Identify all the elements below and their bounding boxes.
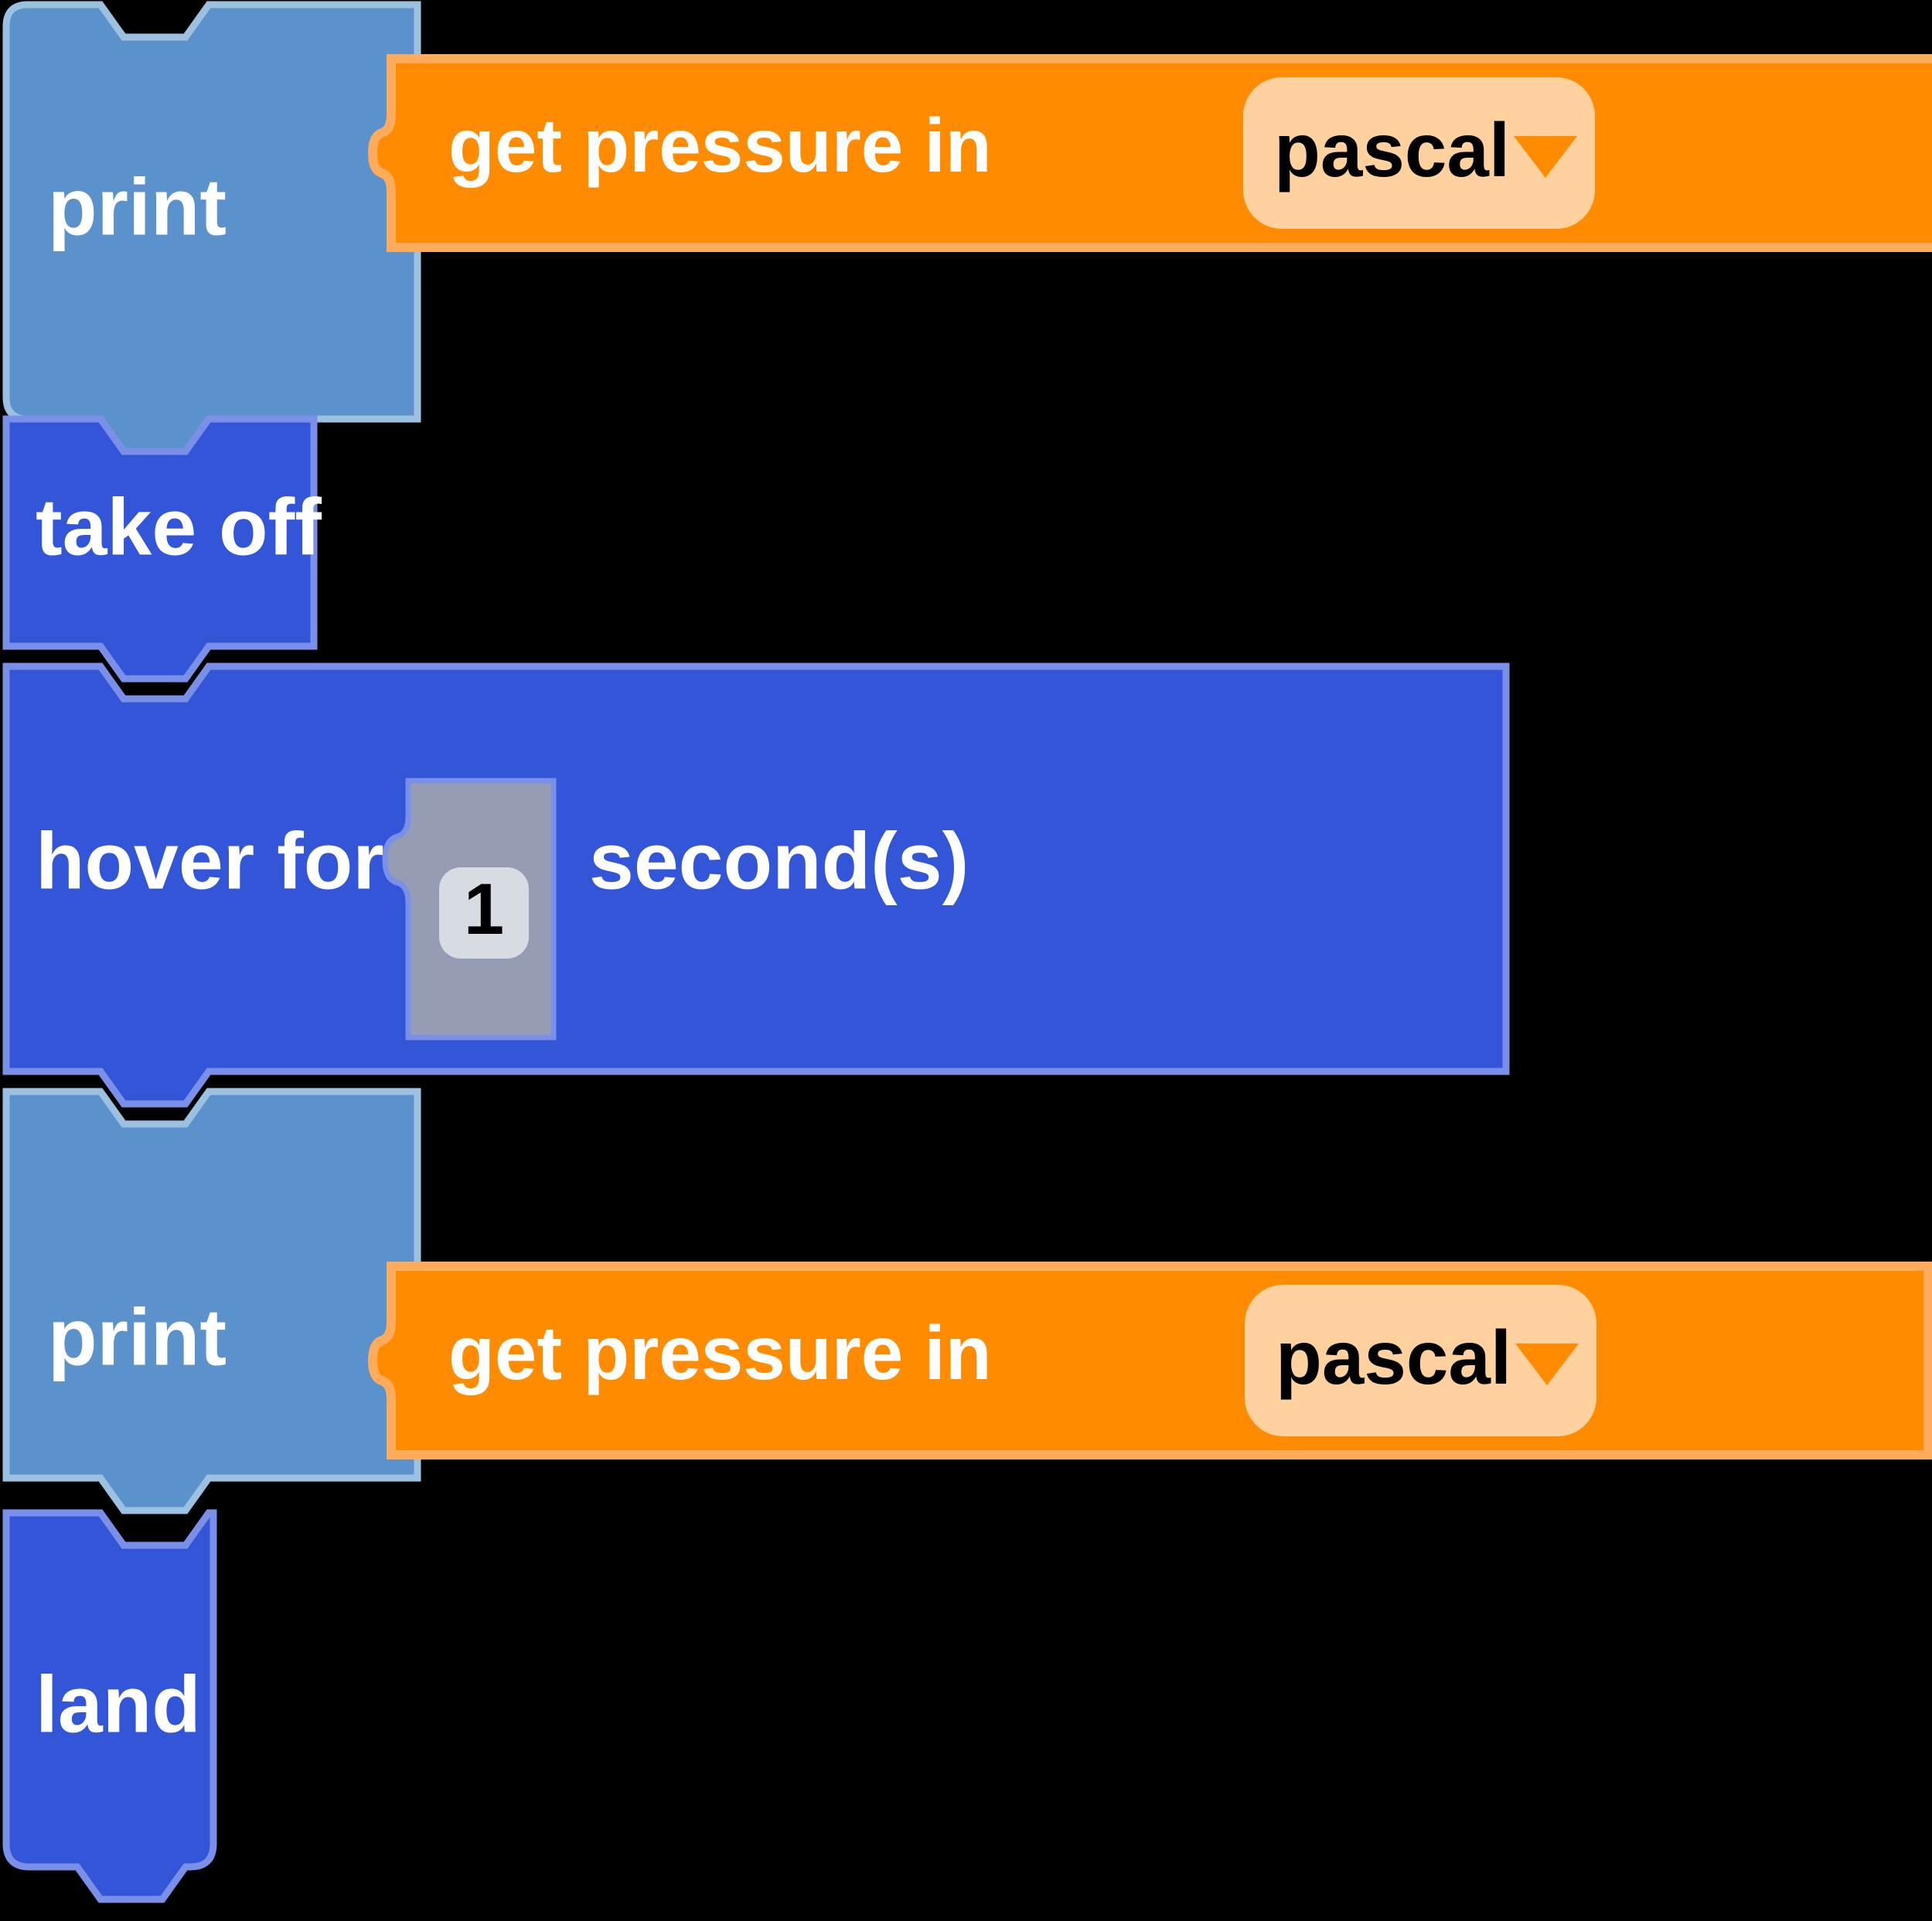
- pascal-dropdown-2-value: pascal: [1276, 1315, 1511, 1400]
- hover-duration-field-value: 1: [464, 868, 504, 949]
- pascal-dropdown-1[interactable]: pascal: [1243, 77, 1595, 229]
- get-pressure-reporter-2-label: get pressure in: [448, 1310, 992, 1395]
- get-pressure-reporter-1[interactable]: get pressure in pascal: [363, 53, 1932, 254]
- get-pressure-reporter-1-label: get pressure in: [448, 103, 992, 188]
- print-block-2-shape[interactable]: [2, 1088, 421, 1514]
- hover-for-block-shape[interactable]: [2, 662, 1510, 1108]
- print-block-2[interactable]: print: [0, 1082, 433, 1515]
- dropdown-arrow-icon[interactable]: [1514, 136, 1577, 178]
- get-pressure-reporter-2[interactable]: [363, 793, 1932, 994]
- dropdown-arrow-icon[interactable]: [1515, 1344, 1579, 1385]
- insertion-marker: 1: [382, 778, 557, 1041]
- take-off-block[interactable]: take off: [0, 410, 332, 683]
- print-block-1[interactable]: print: [0, 0, 433, 455]
- pascal-dropdown-1-value: pascal: [1274, 107, 1510, 192]
- hover-for-label: hover for: [36, 816, 384, 906]
- print-block-1-label: print: [48, 162, 227, 252]
- land-block[interactable]: land: [0, 1504, 232, 1921]
- pascal-dropdown-2-bg[interactable]: [1245, 1285, 1596, 1436]
- hover-seconds-label: second(s): [589, 816, 969, 906]
- pascal-dropdown-2[interactable]: pascal: [1245, 1285, 1596, 1436]
- take-off-block-shape[interactable]: [2, 415, 318, 683]
- print-block-2-label: print: [48, 1293, 227, 1382]
- land-block-label: land: [36, 1660, 201, 1749]
- land-block-shape[interactable]: [2, 1509, 217, 1903]
- pascal-dropdown-1-bg[interactable]: [1243, 77, 1595, 229]
- hover-for-block[interactable]: hover for 1 second(s): [0, 657, 1523, 1108]
- take-off-block-label: take off: [36, 482, 322, 572]
- hover-duration-field-bg[interactable]: [439, 867, 529, 959]
- get-pressure-reporter-2-real[interactable]: get pressure in pascal: [363, 1260, 1932, 1461]
